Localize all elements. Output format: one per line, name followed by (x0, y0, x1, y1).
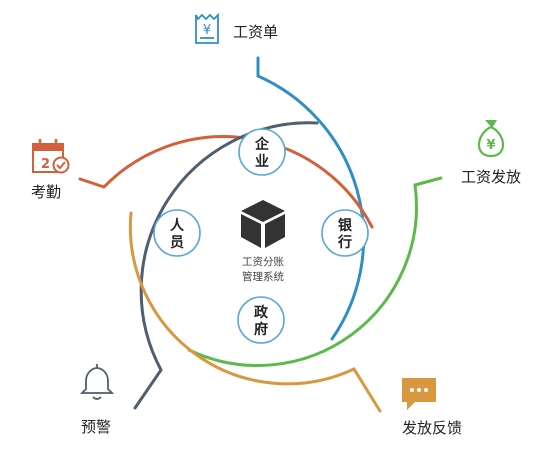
pay-out-arc (187, 176, 443, 367)
node-government[interactable]: 政 府 (237, 296, 285, 344)
payslip-label[interactable]: 工资单 (233, 23, 278, 41)
chat-icon (402, 378, 436, 410)
feedback-label[interactable]: 发放反馈 (402, 419, 462, 437)
calendar-check-icon: 2 (32, 139, 70, 174)
node-enterprise-char1: 企 (254, 136, 270, 153)
node-personnel-char1: 人 (170, 217, 185, 234)
svg-text:2: 2 (41, 157, 50, 172)
node-bank-char2: 行 (337, 234, 352, 251)
center-cube-icon (241, 200, 285, 248)
warning-arc (133, 121, 319, 410)
node-government-char2: 府 (254, 321, 268, 338)
pay-out-label[interactable]: 工资发放 (461, 168, 521, 186)
node-personnel-char2: 员 (170, 235, 184, 251)
svg-text:¥: ¥ (486, 138, 495, 153)
svg-text:¥: ¥ (203, 23, 211, 38)
feedback-arc (128, 211, 382, 413)
receipt-icon: ¥ (195, 12, 219, 44)
center-title-line2: 管理系统 (242, 270, 284, 283)
node-enterprise-char2: 业 (255, 154, 269, 170)
warning-label[interactable]: 预警 (81, 418, 111, 436)
node-bank-char1: 银 (338, 217, 353, 234)
payslip-arc (256, 56, 366, 341)
money-bag-icon: ¥ (477, 120, 505, 158)
attendance-arc (78, 135, 374, 229)
bell-icon (79, 364, 115, 400)
attendance-label[interactable]: 考勤 (31, 183, 61, 201)
node-enterprise[interactable]: 企 业 (238, 128, 286, 176)
node-bank[interactable]: 银 行 (321, 209, 369, 257)
node-personnel[interactable]: 人 员 (153, 209, 201, 257)
node-government-char1: 政 (254, 304, 269, 321)
center-title-line1: 工资分账 (242, 256, 284, 268)
